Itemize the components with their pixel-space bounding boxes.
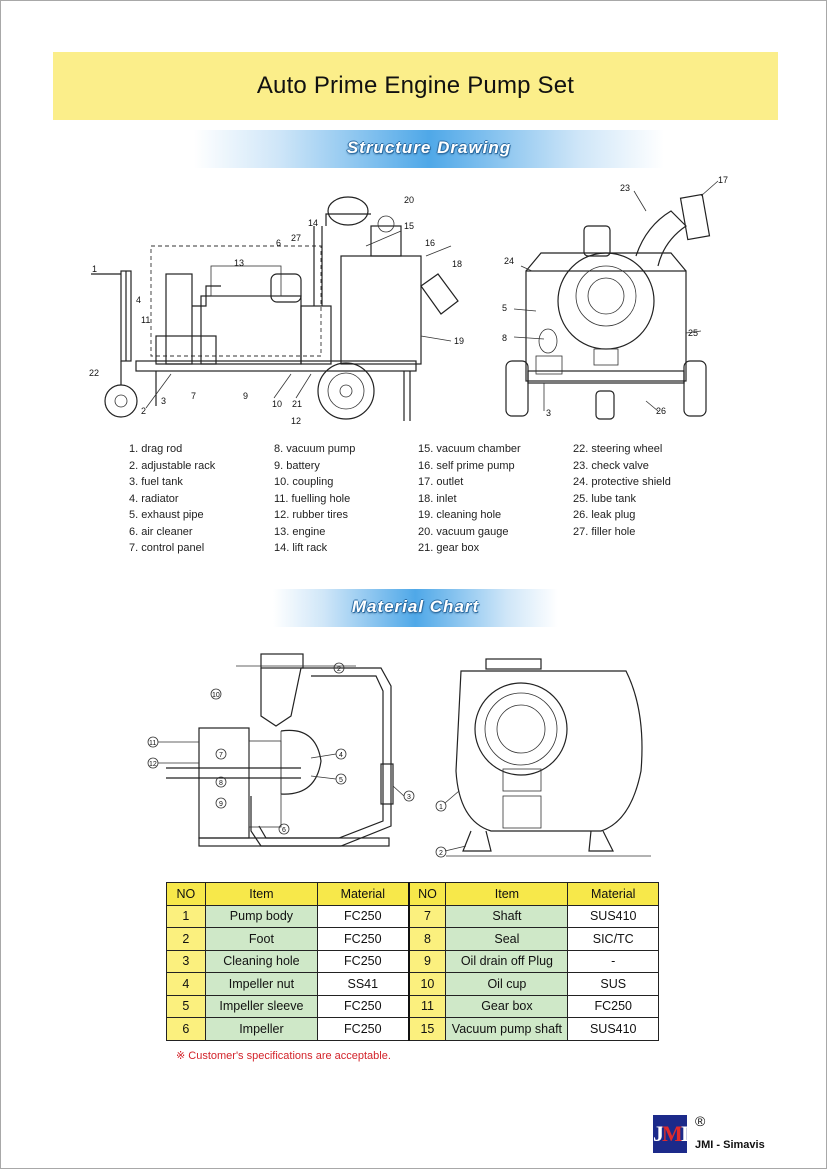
side-label-4: 4 (136, 295, 141, 305)
header-no-right: NO (407, 882, 447, 906)
side-label-19: 19 (454, 336, 464, 346)
company-logo: JMI ® JMI - Simavis (653, 1113, 783, 1157)
side-label-16: 16 (425, 238, 435, 248)
section-label-11: 11 (149, 740, 156, 747)
table-row: 3 Cleaning hole FC250 9 Oil drain off Pl… (166, 949, 659, 973)
front-label-24: 24 (504, 256, 514, 266)
end-label-2: 2 (439, 850, 443, 857)
registered-mark: ® (695, 1113, 706, 1129)
side-view-drawing: 1 2 3 4 6 7 9 10 11 12 13 14 15 16 18 19… (89, 195, 464, 426)
title-band: Auto Prime Engine Pump Set (53, 52, 778, 120)
table-row: 1 Pump body FC250 7 Shaft SUS410 (166, 904, 659, 928)
front-label-8: 8 (502, 333, 507, 343)
side-label-18: 18 (452, 259, 462, 269)
section-label-4: 4 (339, 752, 343, 759)
side-label-2: 2 (141, 406, 146, 416)
table-row: 5 Impeller sleeve FC250 11 Gear box FC25… (166, 994, 659, 1018)
side-label-21: 21 (292, 399, 302, 409)
table-row: 4 Impeller nut SS41 10 Oil cup SUS (166, 972, 659, 996)
front-label-5: 5 (502, 303, 507, 313)
front-label-26: 26 (656, 406, 666, 416)
end-label-1: 1 (439, 804, 443, 811)
structure-drawing-banner: Structure Drawing (194, 130, 664, 168)
side-label-10: 10 (272, 399, 282, 409)
section-label-7: 7 (219, 752, 223, 759)
front-view-drawing: 3 5 8 17 23 24 25 26 (502, 175, 728, 420)
side-label-15: 15 (404, 221, 414, 231)
side-label-11: 11 (141, 315, 150, 325)
material-chart-banner: Material Chart (273, 589, 558, 627)
header-material-right: Material (567, 882, 659, 906)
jmi-logo-mark: JMI (653, 1115, 689, 1153)
section-label-9: 9 (219, 801, 223, 808)
side-label-14: 14 (308, 218, 318, 228)
front-label-23: 23 (620, 183, 630, 193)
table-row: 6 Impeller FC250 15 Vacuum pump shaft SU… (166, 1017, 659, 1041)
page-title: Auto Prime Engine Pump Set (256, 72, 575, 99)
section-label-5: 5 (339, 777, 343, 784)
section-label-3: 3 (407, 794, 411, 801)
header-item-left: Item (204, 882, 319, 906)
side-label-13: 13 (234, 258, 244, 268)
section-label-10: 10 (212, 692, 220, 699)
header-material-left: Material (317, 882, 410, 906)
front-label-25: 25 (688, 328, 698, 338)
customer-spec-note: ※ Customer's specifications are acceptab… (176, 1050, 391, 1062)
section-label-8: 8 (219, 780, 223, 787)
side-label-22: 22 (89, 368, 99, 378)
side-label-20: 20 (404, 195, 414, 205)
section-label-2: 2 (337, 666, 341, 673)
end-view-drawing: 1 2 (435, 658, 651, 858)
brand-name: JMI - Simavis (695, 1139, 765, 1151)
side-label-3: 3 (161, 396, 166, 406)
front-label-17: 17 (718, 175, 728, 185)
section-label-6: 6 (282, 827, 286, 834)
side-label-6: 6 (276, 238, 281, 248)
table-header-row: NO Item Material NO Item Material (166, 882, 659, 906)
header-no-left: NO (166, 882, 206, 906)
table-row: 2 Foot FC250 8 Seal SIC/TC (166, 927, 659, 951)
front-label-3: 3 (546, 408, 551, 418)
side-label-12: 12 (291, 416, 301, 426)
side-label-7: 7 (191, 391, 196, 401)
section-label-12: 12 (149, 761, 157, 768)
material-table: NO Item Material NO Item Material 1 Pump… (166, 882, 659, 1041)
side-label-9: 9 (243, 391, 248, 401)
structure-drawing-heading: Structure Drawing (346, 138, 512, 157)
header-item-right: Item (445, 882, 569, 906)
material-chart-heading: Material Chart (351, 597, 480, 616)
section-view-drawing: 10 11 12 7 8 9 4 5 6 3 2 (147, 653, 415, 847)
side-label-1: 1 (92, 264, 97, 274)
side-label-27: 27 (291, 233, 301, 243)
